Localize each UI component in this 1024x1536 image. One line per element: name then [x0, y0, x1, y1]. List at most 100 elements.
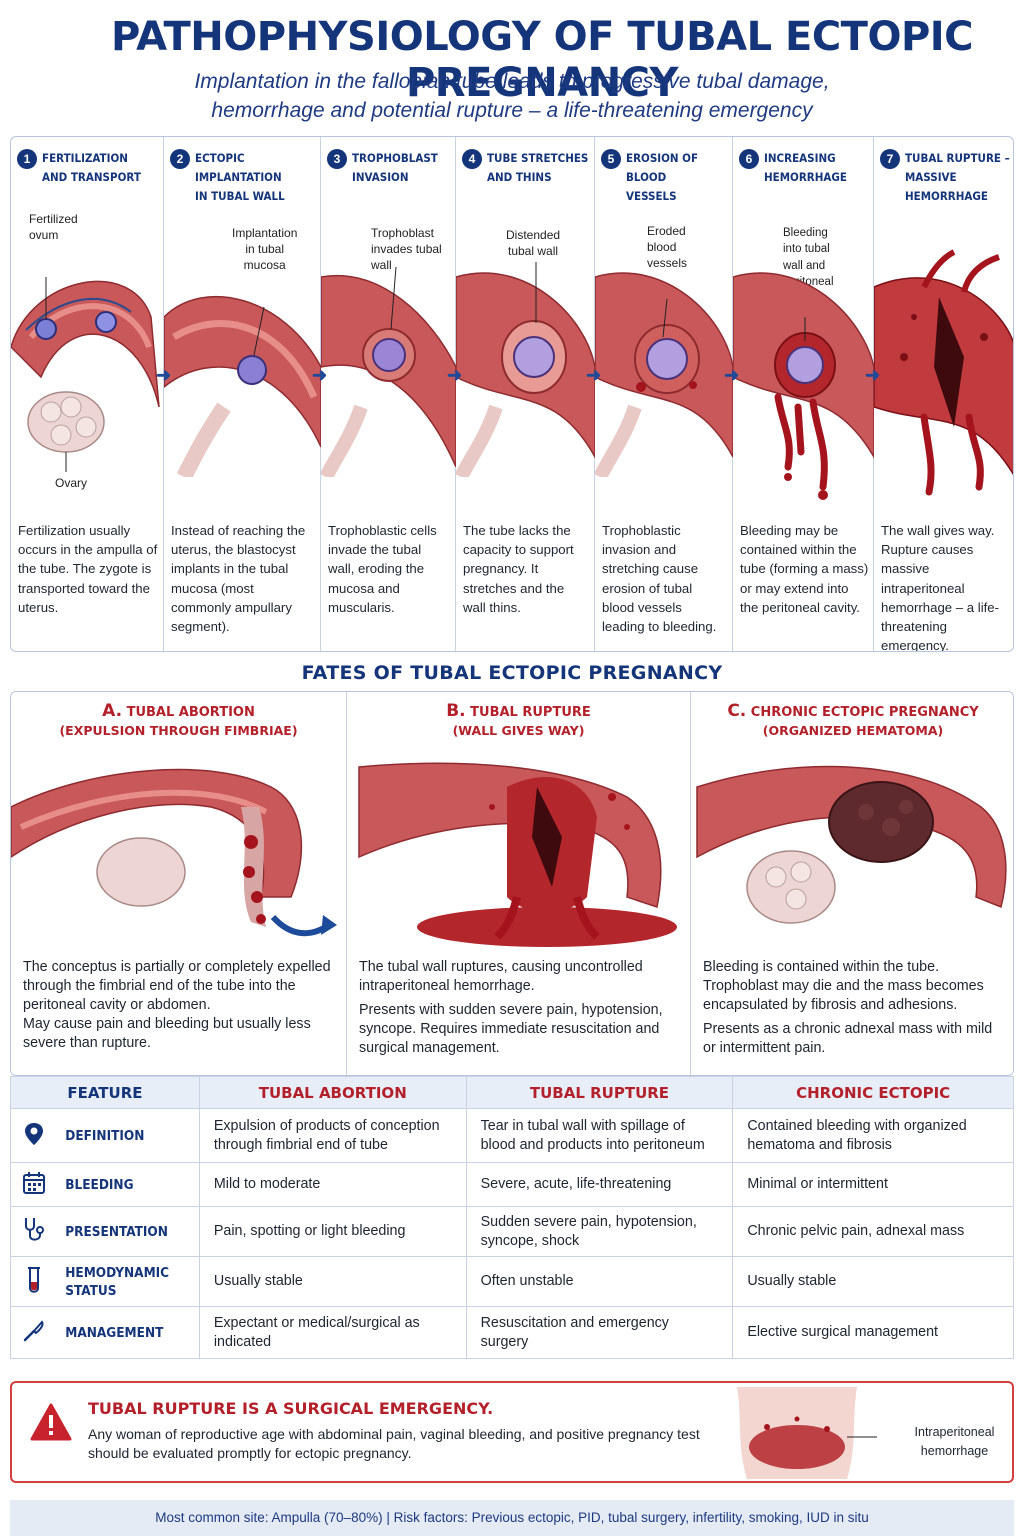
step-description: The tube lacks the capacity to support p…: [463, 523, 574, 615]
arrow-right-icon: ➜: [156, 365, 172, 385]
table-feature-cell: DEFINITION: [10, 1108, 200, 1163]
abdomen-hemorrhage-illustration: [737, 1387, 877, 1479]
step-description: Bleeding may be contained within the tub…: [740, 523, 869, 615]
comparison-table: FEATURE TUBAL ABORTION TUBAL RUPTURE CHR…: [10, 1076, 1014, 1359]
table-header: TUBAL RUPTURE: [465, 1076, 734, 1109]
step-description: Instead of reaching the uterus, the blas…: [171, 523, 306, 635]
table-row: PRESENTATION Pain, spotting or light ble…: [10, 1206, 1014, 1257]
step-number: 2: [170, 149, 190, 169]
alert-text: Any woman of reproductive age with abdom…: [88, 1426, 700, 1461]
fate-subtitle: (EXPULSION THROUGH FIMBRIAE): [59, 723, 298, 738]
page-title: PATHOPHYSIOLOGY OF TUBAL ECTOPIC PREGNAN…: [110, 14, 974, 106]
fate-chronic-ectopic: C. CHRONIC ECTOPIC PREGNANCY (ORGANIZED …: [691, 692, 1013, 1075]
tubal-rupture-fate-illustration: [358, 762, 677, 947]
table-cell: Usually stable: [732, 1256, 1014, 1307]
table-feature-cell: BLEEDING: [10, 1162, 200, 1207]
table-cell: Chronic pelvic pain, adnexal mass: [732, 1206, 1014, 1257]
trophoblast-invasion-illustration: [321, 266, 456, 477]
table-row: DEFINITION Expulsion of products of conc…: [10, 1108, 1014, 1163]
table-cell: Usually stable: [198, 1256, 467, 1307]
distended-tube-illustration: [456, 262, 595, 477]
step-description: Trophoblastic invasion and stretching ca…: [602, 523, 717, 635]
stethoscope-icon: [21, 1216, 47, 1248]
page-subtitle-line-2: hemorrhage and potential rupture – a lif…: [211, 99, 813, 122]
scalpel-icon: [21, 1319, 47, 1347]
location-pin-icon: [21, 1122, 47, 1150]
hemorrhage-illustration: [733, 272, 874, 500]
table-cell: Pain, spotting or light bleeding: [198, 1206, 467, 1257]
fate-tubal-abortion: A. TUBAL ABORTION (EXPULSION THROUGH FIM…: [11, 692, 347, 1075]
arrow-right-icon: ➜: [586, 365, 602, 385]
arrow-right-icon: ➜: [724, 365, 740, 385]
table-header: CHRONIC ECTOPIC: [732, 1076, 1014, 1109]
fate-subtitle: (ORGANIZED HEMATOMA): [762, 723, 944, 738]
emergency-alert: TUBAL RUPTURE IS A SURGICAL EMERGENCY. A…: [10, 1381, 1014, 1483]
table-header: FEATURE: [10, 1076, 200, 1109]
step-number: 4: [462, 149, 482, 169]
fate-description: May cause pain and bleeding but usually …: [23, 1016, 311, 1051]
page-subtitle-line-1: Implantation in the fallopian tube leads…: [194, 70, 830, 93]
step-label: Ovary: [55, 476, 88, 490]
fate-description: Presents with sudden severe pain, hypote…: [359, 1002, 663, 1056]
table-cell: Expectant or medical/surgical as indicat…: [198, 1306, 467, 1359]
step-number: 1: [17, 149, 37, 169]
table-cell: Minimal or intermittent: [732, 1162, 1014, 1207]
table-cell: Severe, acute, life-threatening: [465, 1162, 734, 1207]
eroded-vessels-illustration: [595, 272, 733, 477]
table-cell: Often unstable: [465, 1256, 734, 1307]
table-row: BLEEDING Mild to moderate Severe, acute,…: [10, 1162, 1014, 1207]
table-header-row: FEATURE TUBAL ABORTION TUBAL RUPTURE CHR…: [10, 1076, 1014, 1109]
fate-tubal-rupture: B. TUBAL RUPTURE (WALL GIVES WAY) The tu…: [347, 692, 691, 1075]
step-description: Fertilization usually occurs in the ampu…: [18, 523, 158, 615]
arrow-right-icon: ➜: [312, 365, 328, 385]
implantation-illustration: [164, 295, 321, 477]
fate-description: The conceptus is partially or completely…: [23, 959, 331, 1013]
fate-title: C. CHRONIC ECTOPIC PREGNANCY: [727, 701, 979, 721]
table-cell: Resuscitation and emergency surgery: [465, 1306, 734, 1359]
step-7: 7 TUBAL RUPTURE –MASSIVE HEMORRHAGE The …: [874, 137, 1013, 652]
fate-description: Bleeding is contained within the tube. T…: [703, 959, 984, 1013]
table-feature-cell: PRESENTATION: [10, 1206, 200, 1257]
fate-title: A. TUBAL ABORTION: [102, 701, 255, 721]
step-description: The wall gives way. Rupture causes massi…: [881, 523, 1000, 652]
step-title: TUBAL RUPTURE –MASSIVE HEMORRHAGE: [905, 151, 1010, 203]
table-feature-cell: MANAGEMENT: [10, 1306, 200, 1359]
table-cell: Tear in tubal wall with spillage of bloo…: [465, 1108, 734, 1163]
step-number: 6: [739, 149, 759, 169]
warning-icon: [30, 1403, 72, 1446]
chronic-ectopic-illustration: [696, 765, 1007, 924]
test-tube-icon: [21, 1266, 47, 1298]
tubal-rupture-illustration: [874, 249, 1013, 496]
table-header: TUBAL ABORTION: [198, 1076, 467, 1109]
fates-panel: A. TUBAL ABORTION (EXPULSION THROUGH FIM…: [10, 691, 1014, 1076]
step-number: 3: [327, 149, 347, 169]
tubal-abortion-illustration: [11, 768, 337, 937]
fallopian-tube-illustration: [11, 277, 160, 472]
fates-heading: FATES OF TUBAL ECTOPIC PREGNANCY: [301, 662, 723, 684]
arrow-right-icon: ➜: [865, 365, 881, 385]
step-description: Trophoblastic cells invade the tubal wal…: [328, 523, 437, 615]
fate-description: Presents as a chronic adnexal mass with …: [703, 1021, 993, 1056]
fate-title: B. TUBAL RUPTURE: [446, 701, 591, 721]
step-number: 7: [880, 149, 900, 169]
table-cell: Contained bleeding with organized hemato…: [732, 1108, 1014, 1163]
step-number: 5: [601, 149, 621, 169]
